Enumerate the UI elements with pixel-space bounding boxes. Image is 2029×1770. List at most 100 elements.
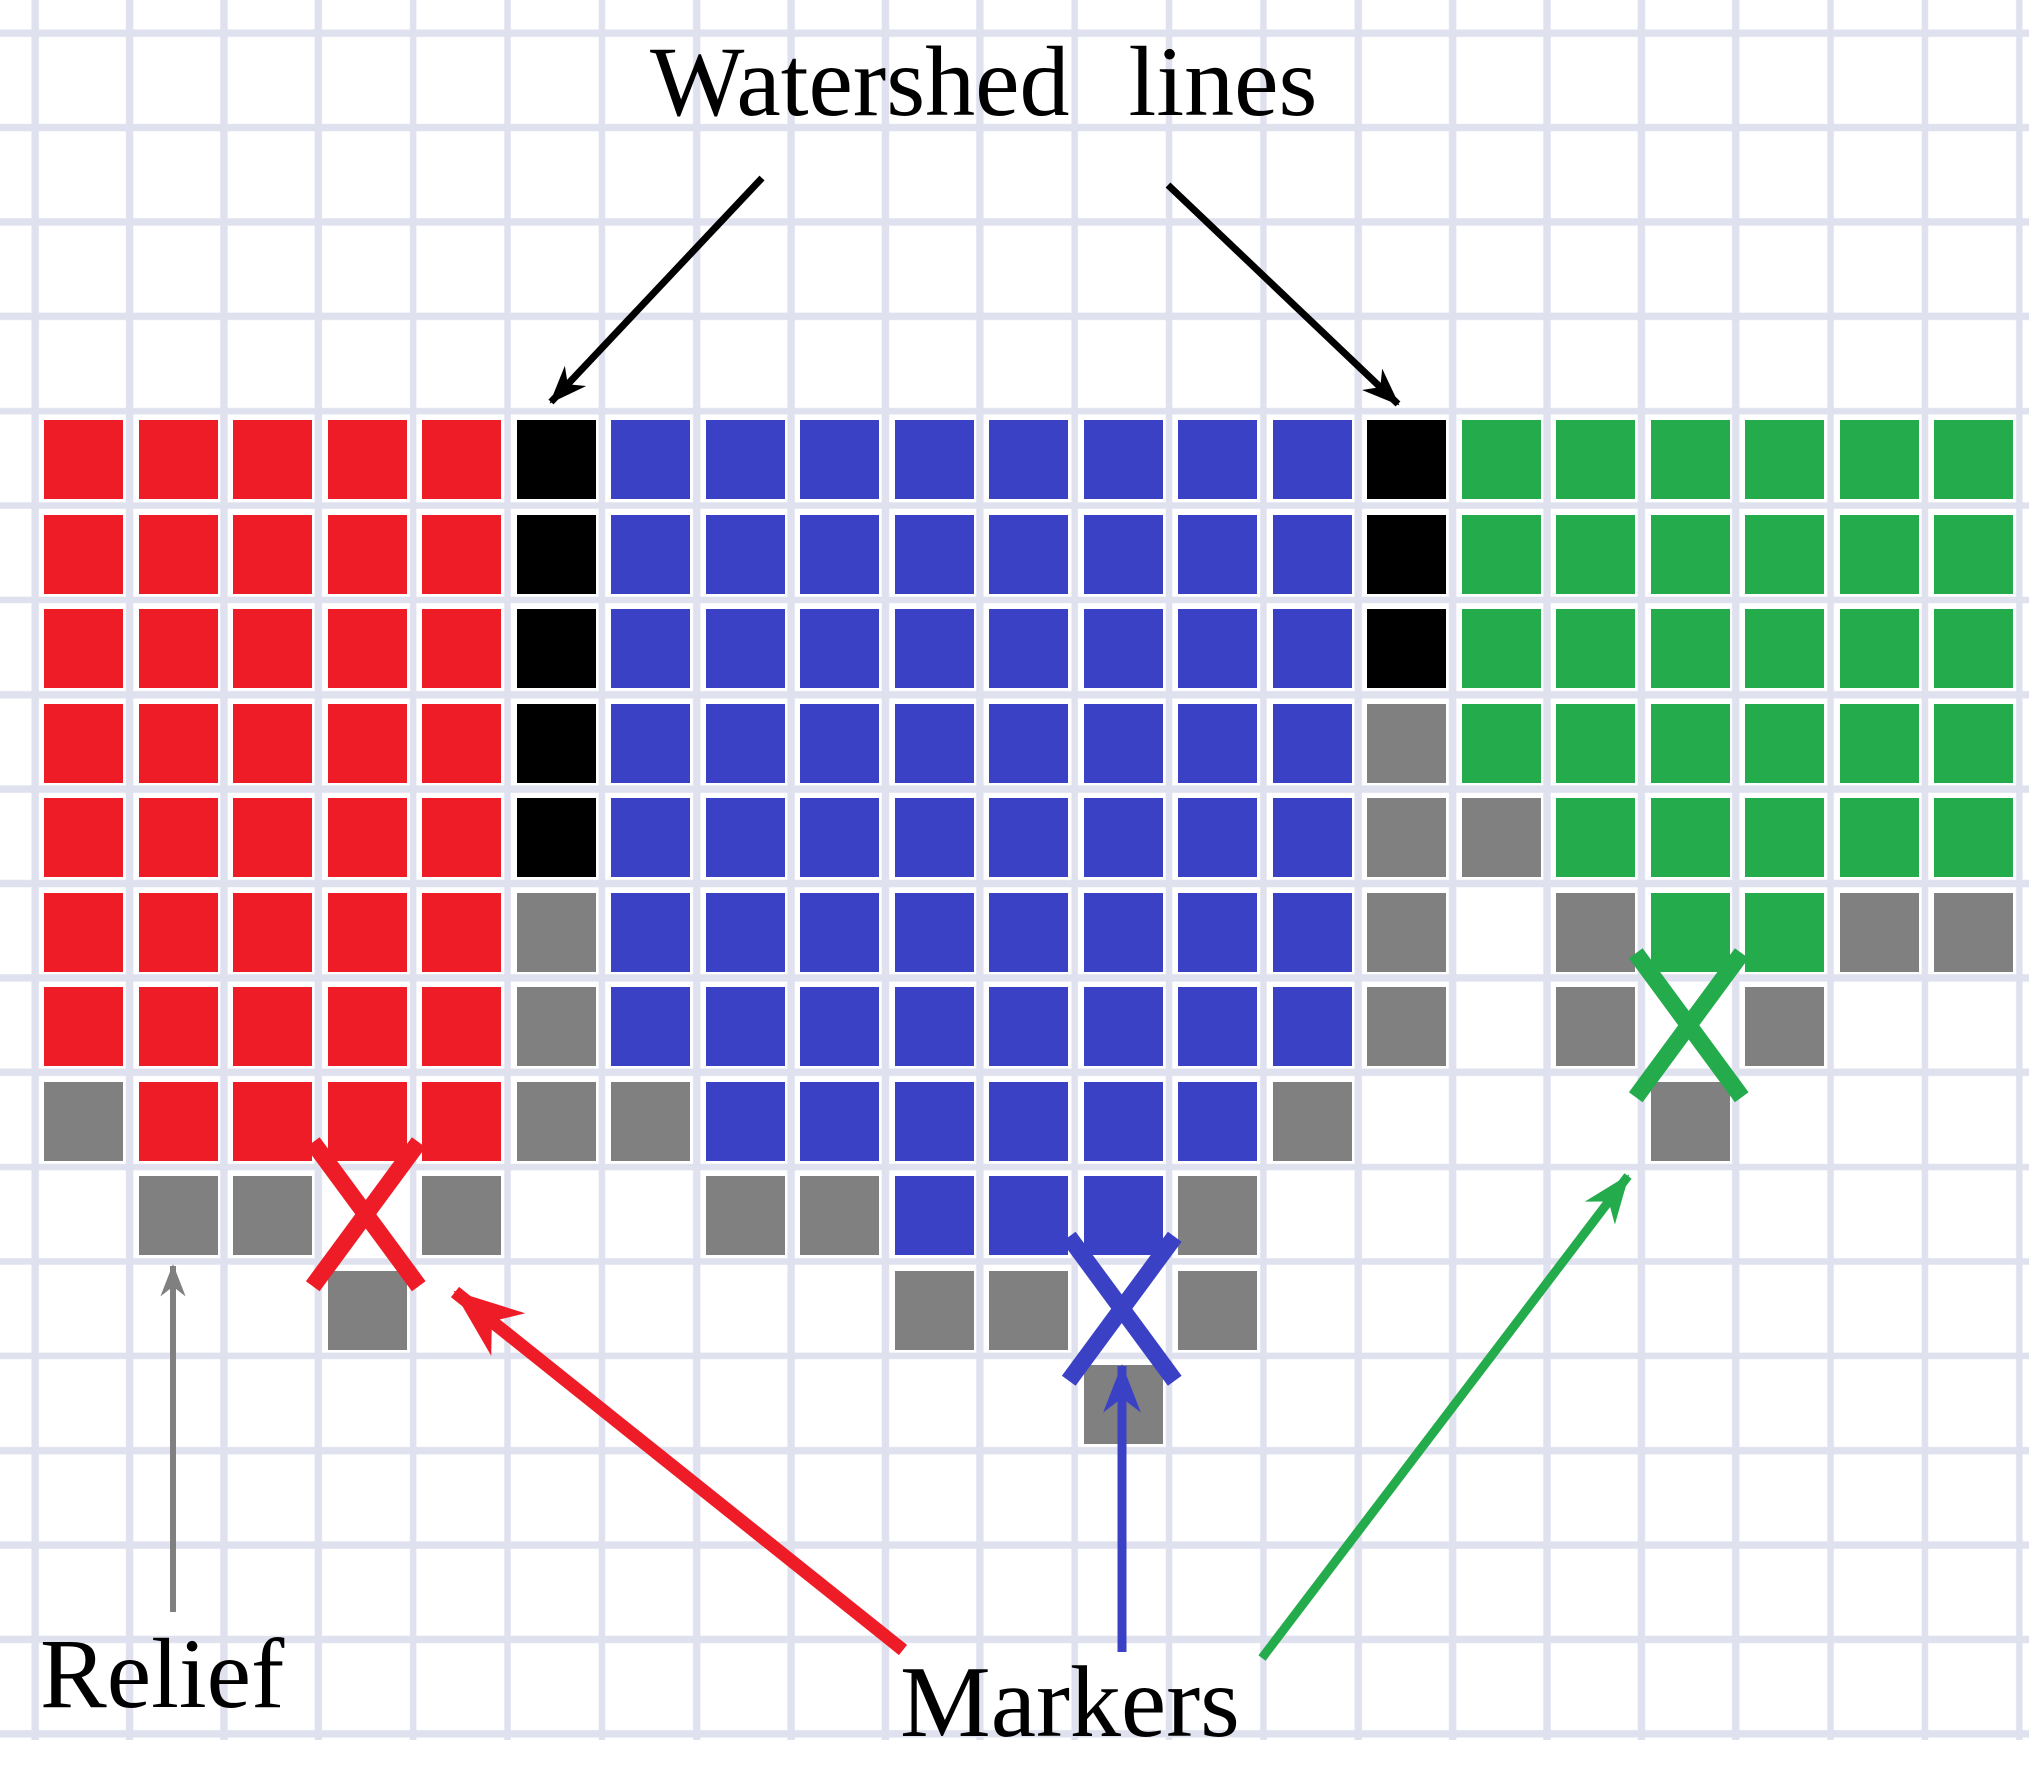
blue-basin-cell (1272, 798, 1352, 877)
relief-cell (705, 1176, 785, 1255)
red-basin-cell (138, 514, 218, 594)
blue-basin-cell (989, 1081, 1068, 1161)
relief-cell (422, 1176, 501, 1255)
blue-basin-cell (611, 798, 690, 877)
blue-basin-cell (989, 892, 1068, 972)
blue-basin-cell (611, 609, 690, 688)
red-basin-cell (327, 987, 407, 1066)
blue-basin-cell (705, 892, 785, 972)
green-basin-cell (1839, 420, 1919, 499)
blue-basin-cell (1083, 987, 1163, 1066)
blue-basin-cell (1083, 514, 1163, 594)
relief-cell (1556, 892, 1635, 972)
green-basin-cell (1745, 892, 1824, 972)
relief-cell (138, 1176, 218, 1255)
blue-basin-cell (989, 703, 1068, 783)
relief-cell (800, 1176, 879, 1255)
green-basin-cell (1556, 609, 1635, 688)
blue-basin-cell (894, 798, 974, 877)
green-basin-cell (1934, 798, 2013, 877)
relief-cell (1556, 987, 1635, 1066)
green-basin-cell (1839, 798, 1919, 877)
green-basin-cell (1650, 609, 1730, 688)
relief-cell (1367, 703, 1446, 783)
red-marker-x-icon (305, 1137, 426, 1292)
relief-cell (1650, 1081, 1730, 1161)
red-basin-cell (233, 798, 312, 877)
blue-basin-cell (800, 703, 879, 783)
green-basin-cell (1650, 514, 1730, 594)
watershed-arrow-left (548, 175, 765, 405)
blue-basin-cell (989, 987, 1068, 1066)
blue-basin-cell (1083, 703, 1163, 783)
markers-arrow-green (1258, 1173, 1632, 1661)
blue-basin-cell (1178, 987, 1257, 1066)
red-basin-cell (233, 609, 312, 688)
blue-basin-cell (611, 987, 690, 1066)
relief-cell (1083, 1365, 1163, 1444)
red-basin-cell (233, 420, 312, 499)
watershed-line-cell (1367, 420, 1446, 499)
blue-basin-cell (611, 703, 690, 783)
relief-cell (611, 1081, 690, 1161)
blue-basin-cell (705, 420, 785, 499)
red-basin-cell (422, 420, 501, 499)
markers-label: Markers (900, 1646, 1240, 1759)
blue-basin-cell (989, 798, 1068, 877)
blue-basin-cell (1178, 892, 1257, 972)
green-basin-cell (1839, 609, 1919, 688)
watershed-lines-label: Watershed lines (650, 26, 1318, 137)
green-basin-cell (1745, 703, 1824, 783)
blue-basin-cell (1083, 892, 1163, 972)
red-basin-cell (327, 892, 407, 972)
red-basin-cell (233, 703, 312, 783)
relief-cell (1178, 1176, 1257, 1255)
green-basin-cell (1745, 420, 1824, 499)
watershed-line-cell (1367, 514, 1446, 594)
red-basin-cell (327, 703, 407, 783)
watershed-line-cell (516, 798, 596, 877)
green-basin-cell (1556, 420, 1635, 499)
red-basin-cell (327, 420, 407, 499)
green-basin-cell (1461, 703, 1541, 783)
green-basin-cell (1745, 798, 1824, 877)
blue-basin-cell (894, 514, 974, 594)
red-basin-cell (422, 987, 501, 1066)
red-basin-cell (422, 892, 501, 972)
blue-basin-cell (1178, 1081, 1257, 1161)
relief-cell (1934, 892, 2013, 972)
blue-basin-cell (611, 514, 690, 594)
green-basin-cell (1556, 798, 1635, 877)
blue-basin-cell (611, 420, 690, 499)
red-basin-cell (233, 1081, 312, 1161)
red-basin-cell (422, 798, 501, 877)
bottom-margin (0, 1740, 2029, 1770)
relief-cell (516, 1081, 596, 1161)
green-basin-cell (1839, 703, 1919, 783)
relief-cell (233, 1176, 312, 1255)
blue-basin-cell (894, 1081, 974, 1161)
relief-cell (327, 1270, 407, 1350)
relief-cell (1461, 798, 1541, 877)
red-basin-cell (138, 892, 218, 972)
red-basin-cell (422, 514, 501, 594)
blue-basin-cell (894, 987, 974, 1066)
blue-basin-cell (705, 1081, 785, 1161)
green-basin-cell (1556, 703, 1635, 783)
red-basin-cell (138, 420, 218, 499)
markers-arrow-red (450, 1286, 908, 1656)
blue-basin-cell (894, 892, 974, 972)
relief-cell (44, 1081, 123, 1161)
blue-basin-cell (1178, 703, 1257, 783)
watershed-line-cell (1367, 609, 1446, 688)
blue-basin-cell (894, 609, 974, 688)
watershed-line-cell (516, 703, 596, 783)
blue-basin-cell (1272, 514, 1352, 594)
red-basin-cell (422, 1081, 501, 1161)
green-basin-cell (1650, 420, 1730, 499)
blue-basin-cell (800, 892, 879, 972)
red-basin-cell (44, 798, 123, 877)
blue-basin-cell (800, 609, 879, 688)
red-basin-cell (422, 703, 501, 783)
